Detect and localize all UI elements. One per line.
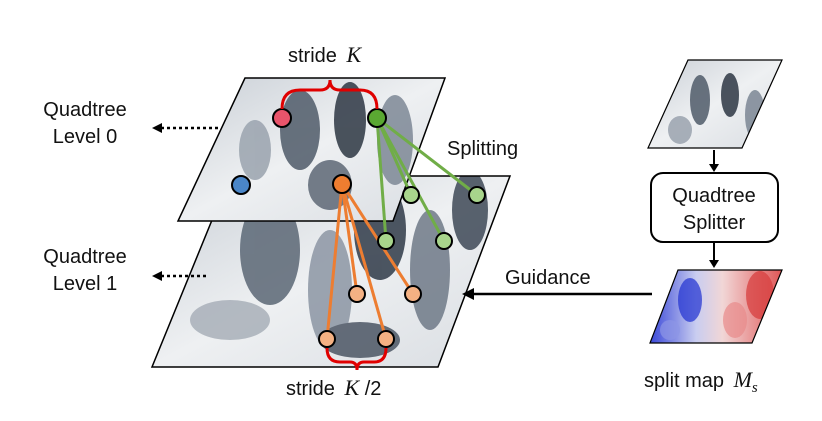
stride-top-var: K <box>345 42 362 67</box>
level0-label-line2: Level 0 <box>53 126 118 148</box>
level0-dotted-arrow <box>152 123 218 133</box>
splitter-label-line2: Splitter <box>683 212 746 234</box>
light-orange-point <box>348 285 366 303</box>
svg-text:stride K: stride K <box>288 42 362 67</box>
stride-k-brace <box>280 79 379 110</box>
green-split-lines <box>375 116 478 242</box>
svg-text:split map Ms: split map Ms <box>644 367 758 396</box>
blue-point <box>231 175 251 195</box>
level1-dotted-arrow <box>152 271 206 281</box>
quadtree-splitter-box: Quadtree Splitter <box>650 172 779 243</box>
guidance-label: Guidance <box>505 267 591 289</box>
splitter-label-line1: Quadtree <box>672 185 755 207</box>
stride-bottom-var: K <box>343 375 360 400</box>
down-arrow-1 <box>709 150 719 172</box>
orange-split-lines <box>325 183 415 340</box>
svg-text:stride K /2: stride K /2 <box>286 375 381 400</box>
level1-label-line1: Quadtree <box>43 246 126 268</box>
stride-bottom-suffix: /2 <box>365 378 382 400</box>
splitting-label: Splitting <box>447 138 518 160</box>
input-thumbnail <box>647 59 783 149</box>
level0-label-line1: Quadtree <box>43 99 126 121</box>
red-point <box>272 108 292 128</box>
stride-k2-brace <box>325 347 388 371</box>
stride-top-prefix: stride <box>288 45 337 67</box>
down-arrow-2 <box>709 243 719 268</box>
guidance-arrow <box>462 288 652 300</box>
light-orange-point <box>318 330 336 348</box>
light-orange-point <box>404 285 422 303</box>
light-green-point <box>468 186 486 204</box>
light-green-point <box>402 186 420 204</box>
split-map-image <box>649 269 783 344</box>
green-point <box>367 108 387 128</box>
split-map-sub: s <box>752 380 758 396</box>
level1-label-line2: Level 1 <box>53 273 118 295</box>
split-map-prefix: split map <box>644 370 724 392</box>
split-map-var: M <box>733 367 754 392</box>
level1-image <box>150 175 512 368</box>
orange-point <box>332 174 352 194</box>
light-green-point <box>377 232 395 250</box>
stride-bottom-prefix: stride <box>286 378 335 400</box>
light-green-point <box>435 232 453 250</box>
light-orange-point <box>377 330 395 348</box>
